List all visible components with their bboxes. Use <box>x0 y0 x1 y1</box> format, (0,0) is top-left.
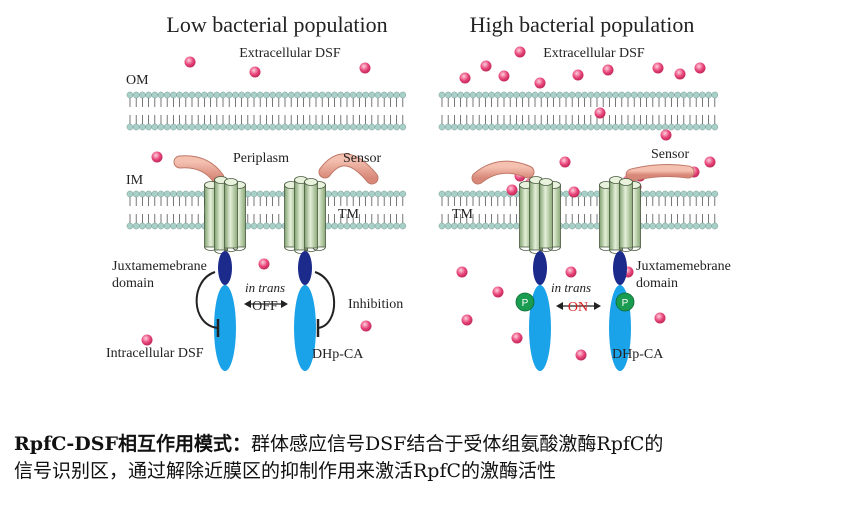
dsf-molecule <box>360 320 372 332</box>
dsf-molecule <box>674 68 686 80</box>
phosphate-circle <box>615 292 635 312</box>
left-dhp-label: DHp-CA <box>312 347 364 362</box>
helix-cylinder <box>539 181 553 249</box>
right-protein-a <box>471 160 561 371</box>
sensor-domain <box>174 156 224 184</box>
dsf-molecule <box>594 107 606 119</box>
right-juxta-label: Juxtamemebrane <box>636 259 731 274</box>
left-inner-membrane <box>126 190 407 230</box>
right-extracellular-label: Extracellular DSF <box>543 46 645 61</box>
right-inner-membrane <box>438 190 719 230</box>
dsf-molecule <box>511 332 523 344</box>
juxtamembrane-domain <box>218 251 232 285</box>
dsf-molecule <box>492 286 504 298</box>
dsf-molecule <box>654 312 666 324</box>
sensor-domain <box>319 154 378 184</box>
dhp-ca-domain <box>214 285 236 371</box>
right-trans-arrowhead <box>594 302 601 310</box>
juxtamembrane-domain <box>613 251 627 285</box>
dsf-molecule <box>559 156 571 168</box>
dsf-molecule <box>704 156 716 168</box>
dsf-molecule <box>498 70 510 82</box>
dsf-molecule <box>534 77 546 89</box>
dsf-molecule <box>141 334 153 346</box>
inhibition-arc-left <box>195 271 219 329</box>
helix-cylinder <box>304 181 318 249</box>
dsf-molecule <box>572 69 584 81</box>
right-dhp-label: DHp-CA <box>612 347 664 362</box>
right-sensor-label: Sensor <box>651 147 689 162</box>
inhibition-label: Inhibition <box>348 297 403 312</box>
inhibition-arc-right <box>314 271 336 329</box>
phosphate-label: P <box>622 298 629 309</box>
helix-top <box>224 178 238 186</box>
dsf-molecule <box>459 72 471 84</box>
dsf-molecule <box>575 349 587 361</box>
helix-cylinder <box>619 181 633 249</box>
dsf-molecule <box>151 151 163 163</box>
dsf-molecule <box>456 266 468 278</box>
left-trans-arrowhead <box>244 300 251 308</box>
caption-line2: 信号识别区，通过解除近膜区的抑制作用来激活RpfC的激酶活性 <box>14 460 557 482</box>
dsf-molecule <box>506 184 518 196</box>
dhp-ca-domain <box>294 285 316 371</box>
im-label: IM <box>126 173 144 188</box>
left-juxta-label: Juxtamemebrane <box>112 259 207 274</box>
caption-line1: 群体感应信号DSF结合于受体组氨酸激酶RpfC的 <box>250 433 664 455</box>
left-outer-membrane <box>126 91 407 131</box>
right-domain-label: domain <box>636 276 678 291</box>
dsf-molecule <box>568 186 580 198</box>
dsf-molecule <box>480 60 492 72</box>
figure-caption: RpfC-DSF相互作用模式：群体感应信号DSF结合于受体组氨酸激酶RpfC的 … <box>14 431 844 485</box>
juxtamembrane-domain <box>533 251 547 285</box>
left-domain-label: domain <box>112 276 154 291</box>
dsf-molecule <box>184 56 196 68</box>
juxtamembrane-domain <box>298 251 312 285</box>
right-in-trans-label: in trans <box>551 280 591 295</box>
helix-top <box>539 178 553 186</box>
helix-top <box>619 178 633 186</box>
left-protein-a <box>173 155 246 371</box>
dsf-molecule <box>258 258 270 270</box>
right-outer-membrane <box>438 91 719 131</box>
dhp-ca-domain <box>529 285 551 371</box>
dsf-molecule <box>660 129 672 141</box>
helix-bottom <box>224 247 238 252</box>
periplasm-label: Periplasm <box>233 151 289 166</box>
left-trans-arrowhead <box>281 300 288 308</box>
left-sensor-label: Sensor <box>343 151 381 166</box>
left-in-trans-label: in trans <box>245 280 285 295</box>
om-label: OM <box>126 73 149 88</box>
intracellular-label: Intracellular DSF <box>106 346 204 361</box>
left-protein-b <box>284 153 379 371</box>
right-tm-label: TM <box>452 207 474 222</box>
left-tm-label: TM <box>338 207 360 222</box>
helix-top <box>304 178 318 186</box>
helix-bottom <box>539 247 553 252</box>
sensor-domain <box>626 165 694 181</box>
dsf-molecule <box>652 62 664 74</box>
helix-cylinder <box>224 181 238 249</box>
caption-bold: RpfC-DSF相互作用模式： <box>14 433 251 455</box>
dsf-molecule <box>249 66 261 78</box>
helix-bottom <box>619 247 633 252</box>
dsf-molecule <box>565 266 577 278</box>
dsf-molecule <box>694 62 706 74</box>
helix-bottom <box>304 247 318 252</box>
dsf-molecule <box>602 64 614 76</box>
dsf-molecule <box>461 314 473 326</box>
right-state-label: ON <box>568 300 588 315</box>
right-title: High bacterial population <box>470 12 695 37</box>
phosphate-label: P <box>522 298 529 309</box>
dsf-molecule <box>359 62 371 74</box>
left-title: Low bacterial population <box>166 12 387 37</box>
right-trans-arrowhead <box>556 302 563 310</box>
sensor-domain <box>472 161 534 184</box>
dsf-molecule <box>514 46 526 58</box>
phosphate-circle <box>515 292 535 312</box>
left-extracellular-label: Extracellular DSF <box>239 46 341 61</box>
left-state-label: OFF <box>252 299 278 314</box>
